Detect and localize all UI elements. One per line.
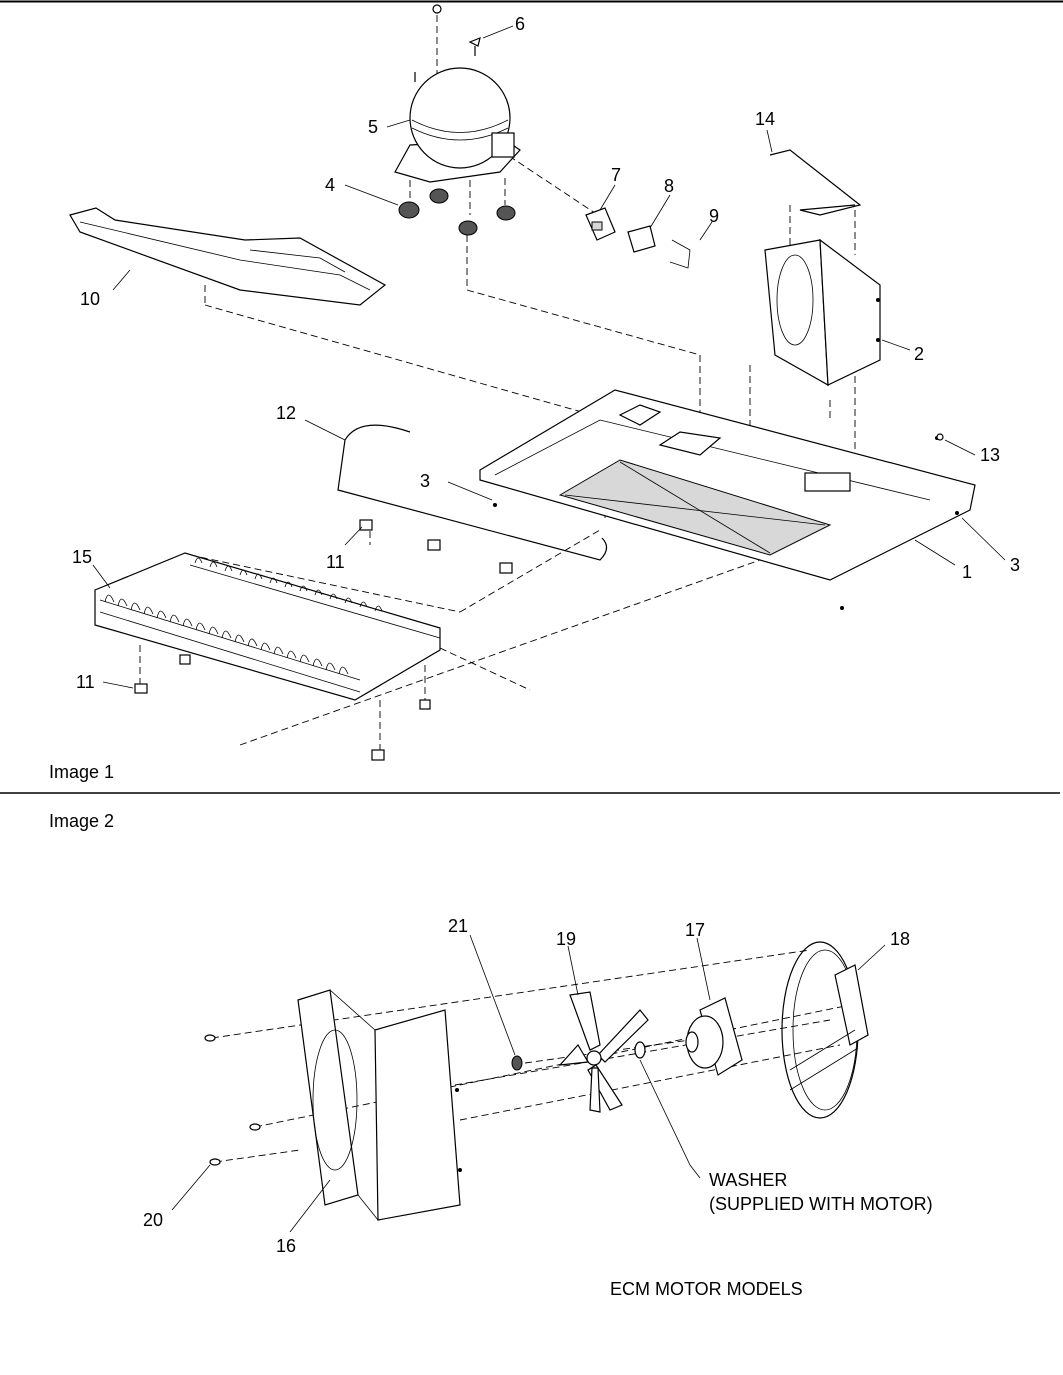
clip-part-9 <box>669 239 691 269</box>
callout-12: 12 <box>276 403 296 423</box>
screws-part-20 <box>204 1034 261 1166</box>
image2-assembly: 16 17 18 19 20 21 <box>143 916 910 1256</box>
washer-note-line2: (SUPPLIED WITH MOTOR) <box>709 1194 933 1214</box>
callout-21: 21 <box>448 916 468 936</box>
screw-part-13 <box>936 433 944 441</box>
callout-13: 13 <box>980 445 1000 465</box>
callout-14: 14 <box>755 109 775 129</box>
models-caption: ECM MOTOR MODELS <box>610 1279 803 1299</box>
image2-callouts: 16 17 18 19 20 21 <box>143 916 910 1256</box>
callout-6: 6 <box>515 14 525 34</box>
callout-1: 1 <box>962 562 972 582</box>
fan-shroud-part-16 <box>297 989 462 1221</box>
image1-assembly: 1 2 3 3 4 5 6 7 8 9 10 11 11 12 13 14 15 <box>69 4 1020 761</box>
callout-16: 16 <box>276 1236 296 1256</box>
callout-7: 7 <box>611 165 621 185</box>
washer <box>634 1041 646 1059</box>
clips-part-11 <box>134 519 513 761</box>
image2-label: Image 2 <box>49 811 115 831</box>
callout-18: 18 <box>890 929 910 949</box>
relay-part-7 <box>585 207 616 241</box>
callout-11a: 11 <box>326 552 345 572</box>
fan-blade-part-19 <box>558 991 649 1113</box>
callout-4: 4 <box>325 175 335 195</box>
screw-part-6 <box>432 4 481 56</box>
bracket-part-14 <box>769 149 862 216</box>
callout-3a: 3 <box>420 471 430 491</box>
washer-note: WASHER (SUPPLIED WITH MOTOR) <box>709 1168 933 1216</box>
callout-15: 15 <box>72 547 92 567</box>
base-plate-part-1 <box>479 389 976 610</box>
callout-20: 20 <box>143 1210 163 1230</box>
motor-bracket-part-18 <box>781 941 869 1119</box>
callout-5: 5 <box>368 117 378 137</box>
condenser-coil-part-15 <box>94 552 441 701</box>
overload-part-8 <box>627 225 656 253</box>
motor-part-17 <box>685 997 743 1076</box>
callout-19: 19 <box>556 929 576 949</box>
image1-label: Image 1 <box>49 762 115 782</box>
callout-leaders-2 <box>171 934 886 1233</box>
fan-shroud-part-2 <box>764 238 881 387</box>
drain-tray-part-10 <box>69 207 387 306</box>
callout-17: 17 <box>685 920 705 940</box>
callout-leaders <box>92 25 1006 689</box>
nut-part-21 <box>511 1055 523 1071</box>
washer-note-line1: WASHER <box>709 1170 788 1190</box>
callout-11b: 11 <box>76 672 95 692</box>
compressor-part-5 <box>394 67 521 183</box>
tube-part-12 <box>337 424 608 561</box>
callout-2: 2 <box>914 344 924 364</box>
callout-10: 10 <box>80 289 100 309</box>
callout-9: 9 <box>709 206 719 226</box>
grommets-part-4 <box>398 188 516 236</box>
coil-loops <box>104 557 383 675</box>
callout-3b: 3 <box>1010 555 1020 575</box>
image1-callouts: 1 2 3 3 4 5 6 7 8 9 10 11 11 12 13 14 15 <box>72 14 1020 692</box>
callout-8: 8 <box>664 176 674 196</box>
